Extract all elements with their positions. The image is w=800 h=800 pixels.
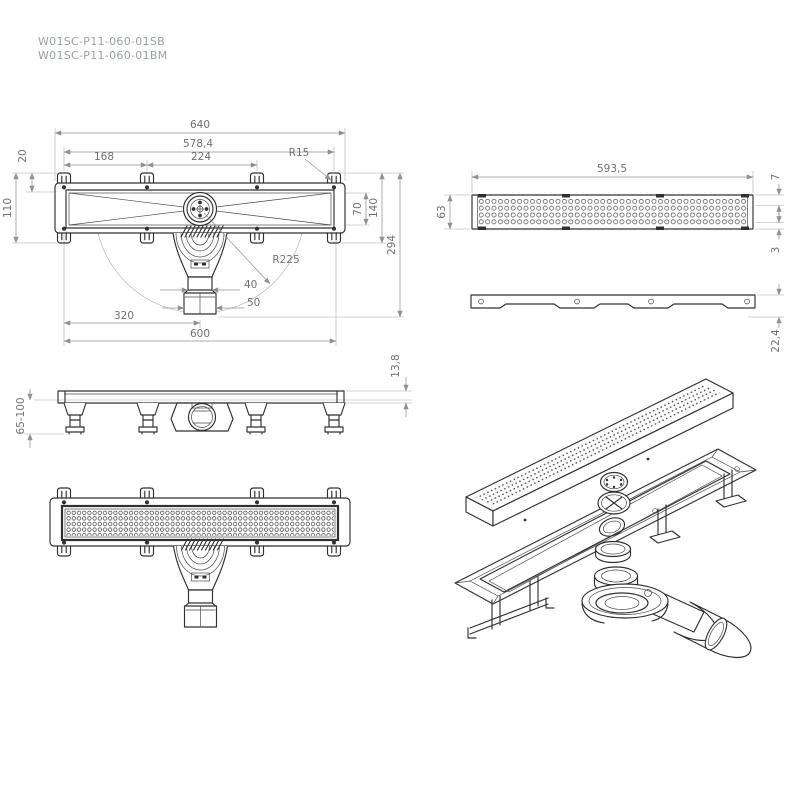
- dim-neck-width: 40: [244, 279, 257, 291]
- product-codes: W01SC-P11-060-01SB W01SC-P11-060-01BM: [38, 35, 168, 62]
- iso-grate: [465, 378, 734, 527]
- dim-thickness: 3: [770, 247, 782, 254]
- assembled-top-view-drawing: [49, 487, 351, 628]
- dim-drain-radius: R225: [272, 254, 299, 266]
- drain-outlet-symbol: [182, 191, 218, 227]
- dim-total-height: 294: [386, 235, 398, 255]
- side-view-dimensions: 65-100 13,8: [15, 354, 409, 448]
- dim-outlet-offset: 320: [114, 310, 134, 322]
- siphon-trap-installed-view: [172, 538, 229, 628]
- product-code-1: W01SC-P11-060-01SB: [38, 35, 165, 48]
- dim-edge-offset: 20: [17, 149, 29, 162]
- dim-channel-height: 70: [352, 202, 364, 215]
- top-view-drawing: 640 578,4 168 224 R15 20 110 70 140 294 …: [2, 119, 404, 346]
- dim-edge-height: 7: [770, 174, 782, 181]
- dim-corner-radius: R15: [289, 147, 310, 159]
- perforation-pattern-installed: [66, 510, 334, 536]
- isometric-exploded-view: [454, 378, 757, 659]
- dim-flange-height: 140: [368, 198, 380, 218]
- dim-grate-width: 63: [436, 205, 448, 218]
- dim-overall-width: 640: [190, 119, 210, 131]
- dim-profile-height: 22,4: [770, 329, 782, 353]
- dim-outlet-width: 50: [247, 297, 260, 309]
- top-view-dimensions: 640 578,4 168 224 R15 20 110 70 140 294 …: [2, 119, 403, 344]
- screw-dots: [61, 185, 337, 231]
- grate-view-drawing: 593,5 63 7 3 22,4: [436, 163, 784, 353]
- iso-trap-stack: [581, 471, 752, 659]
- iso-channel-body: [454, 448, 757, 605]
- grate-profile-strip: [470, 294, 756, 309]
- dim-leg-height-range: 65-100: [15, 397, 27, 434]
- side-view-drawing: 65-100 13,8: [15, 354, 412, 448]
- product-code-2: W01SC-P11-060-01BM: [38, 49, 168, 62]
- grate-view-dimensions: 593,5 63 7 3 22,4: [436, 163, 782, 353]
- dim-channel-length: 600: [190, 328, 210, 340]
- screw-dots-installed: [61, 500, 337, 545]
- grate-fold-marks: [478, 194, 749, 230]
- iso-legs: [467, 469, 747, 639]
- siphon-trap-top-view: [172, 225, 228, 315]
- dim-flange-width: 578,4: [183, 138, 213, 150]
- dim-clip-span-mid: 224: [191, 151, 211, 163]
- dim-grate-length: 593,5: [597, 163, 627, 175]
- siphon-side: [170, 402, 234, 432]
- dim-body-height: 110: [2, 198, 14, 218]
- perforation-pattern: [478, 198, 747, 226]
- dim-clip-span-left: 168: [94, 151, 114, 163]
- dim-flange-edge-height: 13,8: [390, 354, 402, 377]
